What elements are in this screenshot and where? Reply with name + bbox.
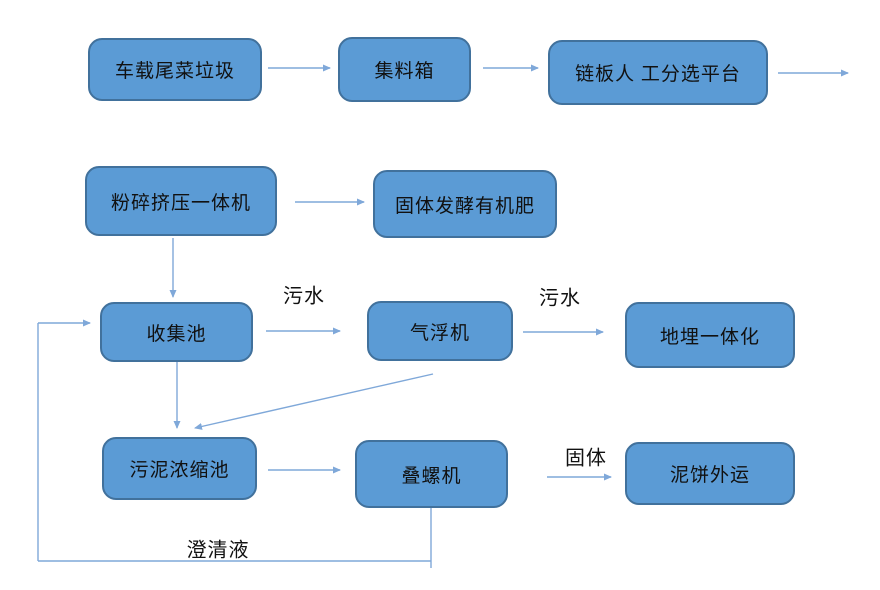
arrow-air-flotation-to-thickener-diagonal: [194, 373, 434, 430]
node-label: 气浮机: [409, 322, 470, 344]
node-sorting-platform: 链板人 工分选平台: [548, 40, 768, 105]
node-label: 地埋一体化: [659, 326, 760, 348]
edge-label-solid: 固体: [565, 447, 607, 470]
node-label: 叠螺机: [401, 465, 462, 487]
edge-label-sewage-1: 污水: [283, 285, 325, 308]
node-sludge-thickener: 污泥浓缩池: [102, 437, 257, 500]
node-solid-fermentation: 固体发酵有机肥: [373, 170, 557, 238]
node-label: 链板人 工分选平台: [575, 64, 741, 85]
node-label: 泥饼外运: [669, 465, 750, 486]
node-label: 车载尾菜垃圾: [114, 61, 235, 82]
node-collection-pool: 收集池: [100, 302, 253, 362]
node-crusher-press: 粉碎挤压一体机: [85, 166, 277, 236]
node-buried-integrated: 地埋一体化: [625, 302, 795, 368]
node-label: 固体发酵有机肥: [394, 195, 535, 217]
node-label: 粉碎挤压一体机: [110, 192, 251, 214]
node-collection-box: 集料箱: [338, 37, 471, 102]
edge-label-sewage-2: 污水: [539, 287, 581, 310]
node-air-flotation: 气浮机: [367, 301, 513, 361]
node-label: 污泥浓缩池: [129, 460, 230, 481]
edge-label-clarified-liquid: 澄清液: [186, 539, 250, 562]
node-label: 集料箱: [374, 61, 435, 82]
node-label: 收集池: [146, 323, 207, 345]
node-mud-cake-out: 泥饼外运: [625, 442, 795, 505]
node-vehicle-waste: 车载尾菜垃圾: [88, 38, 262, 101]
node-screw-press: 叠螺机: [355, 440, 508, 508]
